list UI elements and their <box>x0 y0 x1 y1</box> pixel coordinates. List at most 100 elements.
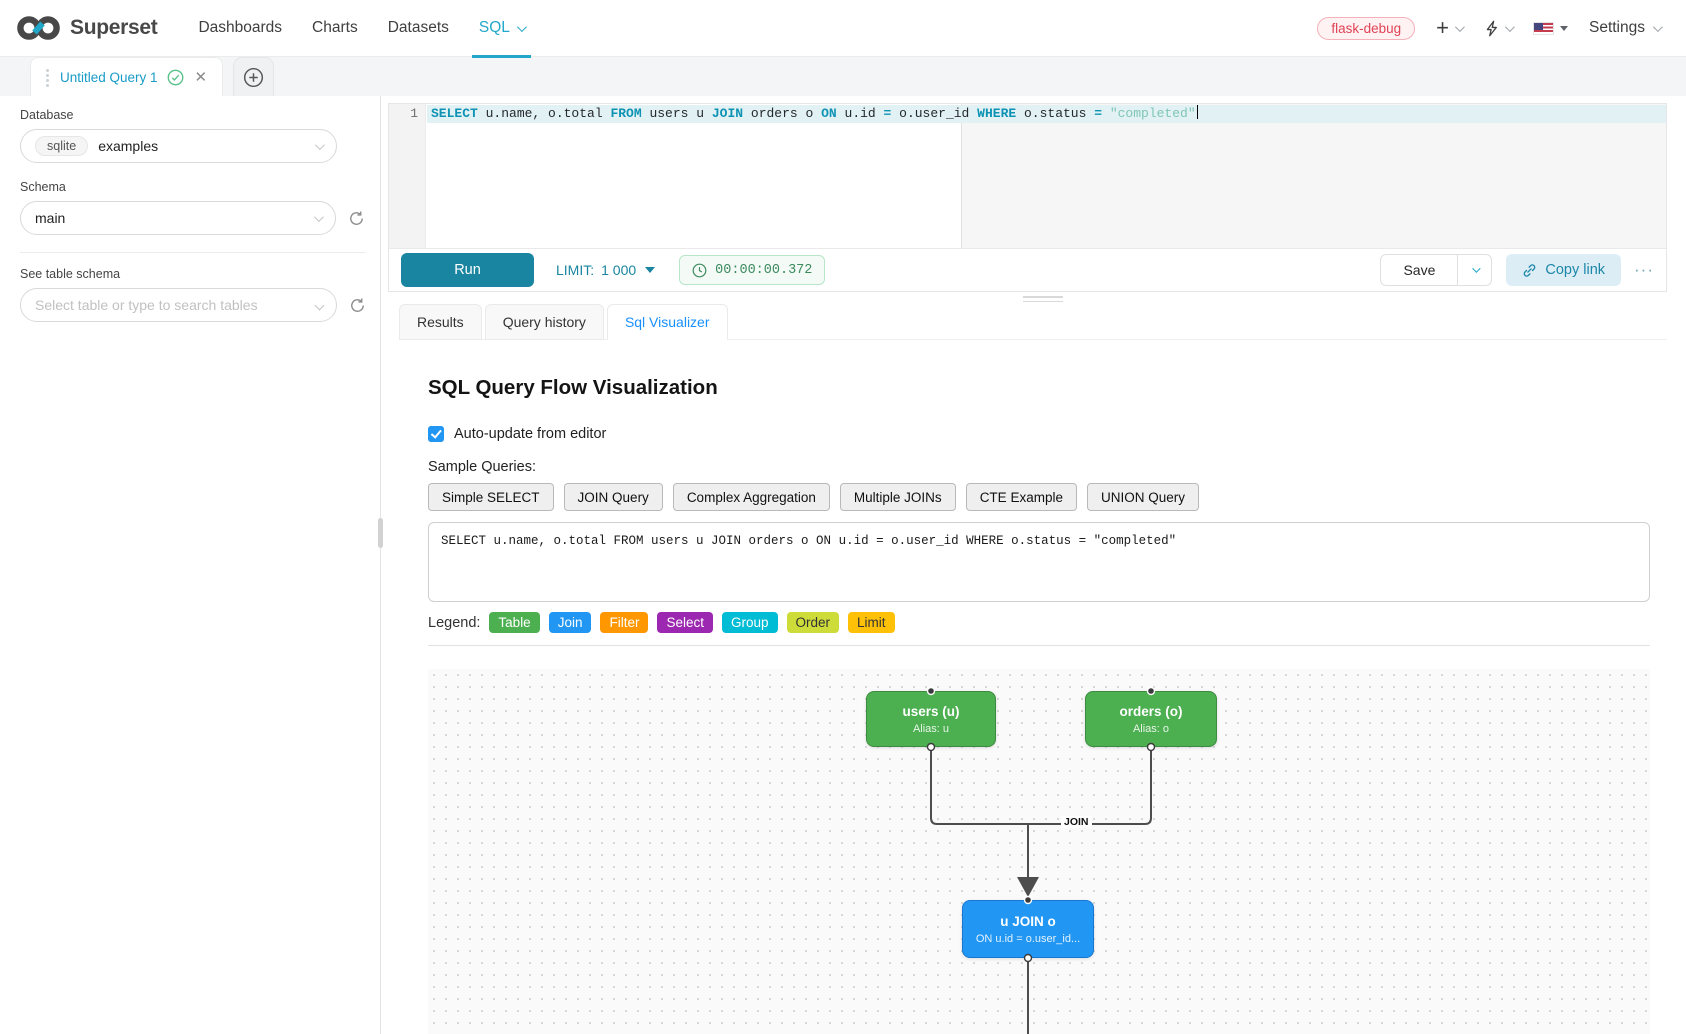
refresh-icon <box>351 297 364 312</box>
us-flag-icon <box>1532 21 1554 35</box>
query-search-menu[interactable] <box>1483 20 1515 37</box>
sample-queries-label: Sample Queries: <box>428 459 536 475</box>
sample-query-multiple-joins[interactable]: Multiple JOINs <box>839 483 956 511</box>
legend-badge-limit: Limit <box>848 612 895 633</box>
clock-icon <box>692 263 707 277</box>
sql-token-pl: o.user_id <box>891 106 978 121</box>
divider <box>428 645 1650 646</box>
legend-label: Legend: <box>428 614 481 631</box>
nav-item-label: Charts <box>312 19 358 36</box>
schema-label: Schema <box>20 180 66 194</box>
refresh-tables-button[interactable] <box>349 297 366 314</box>
save-button[interactable]: Save <box>1380 254 1459 286</box>
flow-node-title: users (u) <box>902 703 960 719</box>
nav-item-label: Dashboards <box>198 19 283 36</box>
visualizer-query-input[interactable]: SELECT u.name, o.total FROM users u JOIN… <box>428 522 1650 602</box>
auto-update-checkbox-row[interactable]: Auto-update from editor <box>428 426 606 442</box>
table-schema-label: See table schema <box>20 267 121 281</box>
flow-canvas[interactable]: JOIN users (u) Alias: u orders (o) Alias: o… <box>428 669 1650 1034</box>
table-search-input[interactable] <box>20 288 337 322</box>
result-tab-sql-visualizer[interactable]: Sql Visualizer <box>606 304 728 340</box>
plus-circle-icon <box>244 67 264 87</box>
copy-link-label: Copy link <box>1545 262 1606 278</box>
settings-menu[interactable]: Settings <box>1588 19 1663 37</box>
sql-token-pl: orders o <box>743 106 822 121</box>
new-query-tab-button[interactable] <box>233 57 275 96</box>
sql-visualizer-panel: SQL Query Flow Visualization Auto-update… <box>399 376 1667 1034</box>
sql-token-pl: users u <box>641 106 712 121</box>
visualizer-title: SQL Query Flow Visualization <box>428 376 718 399</box>
language-picker[interactable] <box>1532 21 1568 35</box>
result-tab-results[interactable]: Results <box>399 304 482 340</box>
line-number: 1 <box>410 106 418 121</box>
sql-editor[interactable]: 1 SELECT u.name, o.total FROM users u JO… <box>389 104 1666 248</box>
nav-item-dashboards[interactable]: Dashboards <box>183 0 297 57</box>
sql-token-pl: u.id <box>836 106 884 121</box>
refresh-schemas-button[interactable] <box>348 210 365 227</box>
check-circle-icon <box>167 69 183 85</box>
sidebar-resize-handle[interactable] <box>378 518 383 548</box>
sample-query-complex-aggregation[interactable]: Complex Aggregation <box>672 483 830 511</box>
settings-label: Settings <box>1588 19 1645 36</box>
nav-item-charts[interactable]: Charts <box>297 0 373 57</box>
pane-resize-handle[interactable] <box>1023 296 1063 305</box>
flow-node-orders-o-[interactable]: orders (o) Alias: o <box>1085 691 1217 747</box>
database-engine-tag: sqlite <box>35 136 89 156</box>
plus-icon: + <box>1436 15 1449 40</box>
timer-value: 00:00:00.372 <box>715 262 813 278</box>
sample-query-buttons: Simple SELECT JOIN Query Complex Aggregati… <box>428 483 1667 511</box>
query-timer: 00:00:00.372 <box>679 255 826 285</box>
superset-infinity-icon <box>17 16 60 40</box>
caret-down-icon <box>1559 25 1568 31</box>
chevron-down-icon <box>1454 21 1465 32</box>
legend-badge-order: Order <box>786 612 840 633</box>
database-value: examples <box>98 138 159 154</box>
sample-query-join-query[interactable]: JOIN Query <box>563 483 663 511</box>
sql-token-op: = <box>1094 106 1103 121</box>
query-tab[interactable]: Untitled Query 1 ✕ <box>30 57 224 96</box>
copy-link-button[interactable]: Copy link <box>1506 254 1622 286</box>
new-item-menu[interactable]: + <box>1436 15 1465 40</box>
env-badge: flask-debug <box>1317 16 1416 40</box>
save-dropdown-button[interactable] <box>1458 254 1493 286</box>
sql-code-line: SELECT u.name, o.total FROM users u JOIN… <box>427 104 1666 123</box>
chevron-down-icon <box>516 21 527 32</box>
limit-dropdown[interactable]: LIMIT: 1 000 <box>556 262 656 278</box>
flow-node-title: orders (o) <box>1119 703 1183 719</box>
caret-down-icon <box>645 267 656 273</box>
chevron-down-icon <box>314 139 325 150</box>
legend-badge-select: Select <box>657 612 713 633</box>
superset-logo[interactable]: Superset <box>16 13 158 43</box>
flow-node-subtitle: Alias: o <box>1132 722 1170 735</box>
run-button[interactable]: Run <box>401 253 534 287</box>
auto-update-label: Auto-update from editor <box>454 426 607 442</box>
sample-query-union-query[interactable]: UNION Query <box>1086 483 1199 511</box>
sql-token-kw: ON <box>821 106 837 121</box>
flow-node-subtitle: Alias: u <box>912 722 950 735</box>
nav-item-sql[interactable]: SQL <box>464 0 539 58</box>
schema-select[interactable]: main <box>20 201 336 235</box>
result-tab-query-history[interactable]: Query history <box>484 304 604 340</box>
sample-query-simple-select[interactable]: Simple SELECT <box>428 483 554 511</box>
sample-query-cte-example[interactable]: CTE Example <box>965 483 1077 511</box>
lightning-icon <box>1486 20 1497 36</box>
sqllab-main: 1 SELECT u.name, o.total FROM users u JO… <box>381 96 1686 1034</box>
nav-item-label: SQL <box>478 19 510 36</box>
drag-handle-icon[interactable] <box>46 73 49 77</box>
flow-node-title: u JOIN o <box>1000 913 1056 929</box>
more-actions-button[interactable]: ··· <box>1634 260 1654 279</box>
sql-editor-pane: 1 SELECT u.name, o.total FROM users u JO… <box>388 103 1667 292</box>
checkbox-checked-icon[interactable] <box>428 426 444 442</box>
legend-badge-table: Table <box>489 612 540 633</box>
chevron-down-icon <box>1652 21 1663 32</box>
database-select[interactable]: sqlite examples <box>20 129 337 163</box>
join-edge-label: JOIN <box>1061 816 1092 828</box>
query-tabstrip: Untitled Query 1 ✕ <box>0 57 1686 96</box>
sql-token-pl: u.name, o.total <box>477 106 611 121</box>
flow-node-users-u-[interactable]: users (u) Alias: u <box>866 691 996 747</box>
nav-item-datasets[interactable]: Datasets <box>373 0 464 57</box>
sql-token-kw: SELECT <box>431 106 478 121</box>
close-icon[interactable]: ✕ <box>194 69 208 86</box>
